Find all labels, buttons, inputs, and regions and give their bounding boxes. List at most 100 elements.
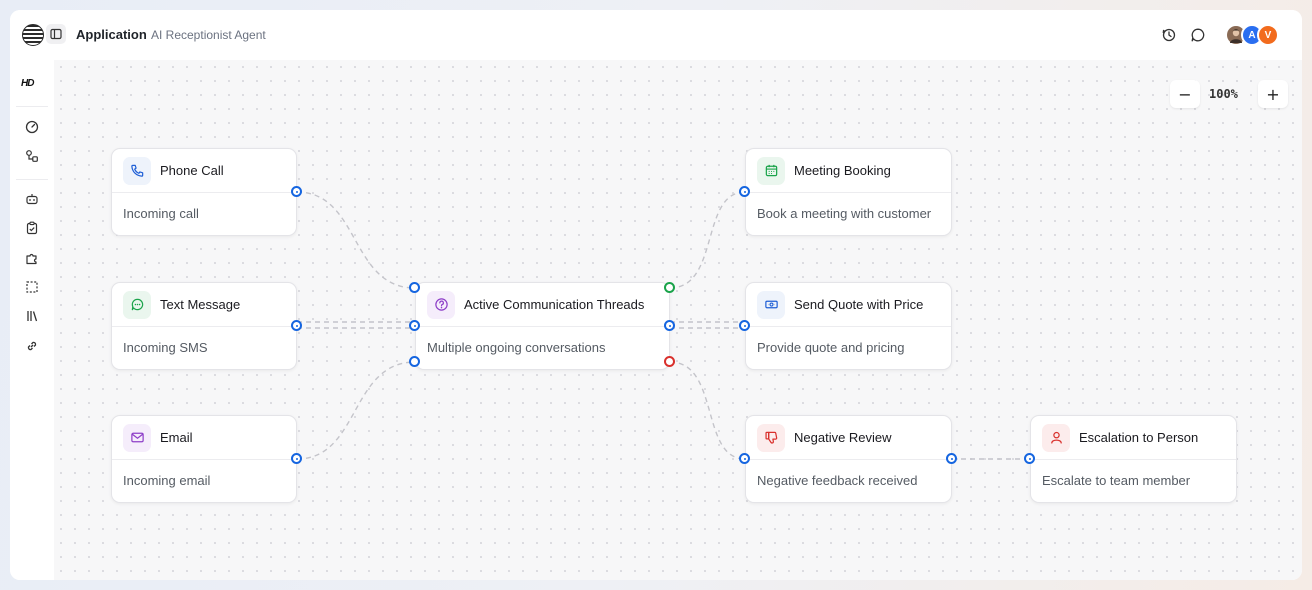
banknote-icon	[764, 300, 778, 309]
node-header: Active Communication Threads	[416, 283, 669, 327]
node-icon-box	[427, 290, 455, 319]
node-title: Phone Call	[160, 163, 224, 178]
link-icon	[27, 341, 37, 351]
node-header: Meeting Booking	[746, 149, 951, 193]
integrations-button[interactable]	[24, 250, 40, 266]
node-description: Multiple ongoing conversations	[427, 340, 606, 355]
puzzle-icon	[26, 253, 37, 265]
output-port[interactable]	[664, 320, 675, 331]
node-icon-box	[757, 423, 785, 452]
comment-icon	[1191, 28, 1205, 42]
input-port[interactable]	[739, 186, 750, 197]
node-header: Text Message	[112, 283, 296, 327]
user-photo-icon	[1230, 29, 1242, 43]
node-icon-box	[123, 423, 151, 452]
output-port[interactable]	[291, 453, 302, 464]
avatar[interactable]: V	[1257, 24, 1279, 46]
node-email[interactable]: Email Incoming email	[111, 415, 297, 503]
output-port[interactable]	[946, 453, 957, 464]
node-title: Text Message	[160, 297, 241, 312]
app-logo-icon[interactable]	[22, 24, 44, 46]
comments-button[interactable]	[1189, 26, 1207, 44]
node-meeting-booking[interactable]: Meeting Booking Book a meeting with cust…	[745, 148, 952, 236]
node-description: Incoming SMS	[123, 340, 208, 355]
node-header: Negative Review	[746, 416, 951, 460]
workflows-button[interactable]	[24, 148, 40, 164]
app-title: Application	[76, 27, 147, 42]
node-icon-box	[123, 290, 151, 319]
node-description: Negative feedback received	[757, 473, 918, 488]
brand-logo: HD	[21, 78, 34, 89]
node-icon-box	[757, 290, 785, 319]
node-text-message[interactable]: Text Message Incoming SMS	[111, 282, 297, 370]
user-icon	[1050, 431, 1062, 444]
app-subtitle: AI Receptionist Agent	[151, 28, 266, 42]
input-port[interactable]	[409, 282, 420, 293]
mail-icon	[130, 432, 144, 443]
input-port[interactable]	[739, 320, 750, 331]
input-port[interactable]	[739, 453, 750, 464]
select-button[interactable]	[24, 279, 40, 295]
input-port[interactable]	[1024, 453, 1035, 464]
node-description: Incoming email	[123, 473, 211, 488]
bot-icon	[26, 194, 38, 205]
output-port-success[interactable]	[664, 282, 675, 293]
node-icon-box	[1042, 423, 1070, 452]
divider	[16, 106, 48, 107]
top-bar: Application AI Receptionist Agent	[10, 10, 1302, 60]
sidebar-toggle-button[interactable]	[46, 24, 66, 44]
thumbs-down-icon	[764, 431, 777, 444]
links-button[interactable]	[24, 338, 40, 354]
input-port[interactable]	[409, 320, 420, 331]
output-port[interactable]	[291, 186, 302, 197]
node-send-quote[interactable]: Send Quote with Price Provide quote and …	[745, 282, 952, 370]
node-active-threads[interactable]: Active Communication Threads Multiple on…	[415, 282, 670, 370]
agents-button[interactable]	[24, 191, 40, 207]
output-port[interactable]	[291, 320, 302, 331]
help-circle-icon	[434, 298, 448, 311]
zoom-in-label: +	[1266, 84, 1280, 104]
zoom-out-label: −	[1178, 84, 1192, 104]
workflow-icon	[26, 150, 38, 162]
divider	[16, 179, 48, 180]
zoom-in-button[interactable]: +	[1258, 80, 1288, 108]
node-header: Escalation to Person	[1031, 416, 1236, 460]
node-title: Email	[160, 430, 193, 445]
dashboard-button[interactable]	[24, 119, 40, 135]
avatar-initial: V	[1264, 29, 1272, 41]
node-header: Email	[112, 416, 296, 460]
node-title: Negative Review	[794, 430, 892, 445]
node-description: Escalate to team member	[1042, 473, 1191, 488]
library-button[interactable]	[24, 308, 40, 324]
selection-icon	[26, 281, 38, 293]
message-icon	[131, 298, 143, 311]
node-escalation[interactable]: Escalation to Person Escalate to team me…	[1030, 415, 1237, 503]
gauge-icon	[25, 120, 39, 134]
node-title: Escalation to Person	[1079, 430, 1199, 445]
input-port[interactable]	[409, 356, 420, 367]
zoom-level: 100%	[1209, 87, 1238, 101]
node-phone-call[interactable]: Phone Call Incoming call	[111, 148, 297, 236]
library-icon	[27, 311, 38, 322]
node-icon-box	[123, 156, 151, 185]
avatar-initial: A	[1248, 29, 1256, 41]
node-title: Active Communication Threads	[464, 297, 645, 312]
calendar-icon	[765, 164, 777, 177]
tasks-button[interactable]	[24, 220, 40, 236]
left-rail: HD	[10, 60, 54, 580]
node-icon-box	[757, 156, 785, 185]
node-description: Provide quote and pricing	[757, 340, 905, 355]
zoom-out-button[interactable]: −	[1170, 80, 1200, 108]
history-icon	[1162, 28, 1176, 42]
node-title: Send Quote with Price	[794, 297, 924, 312]
node-title: Meeting Booking	[794, 163, 891, 178]
phone-icon	[130, 164, 143, 177]
output-port-failure[interactable]	[664, 356, 675, 367]
clipboard-check-icon	[26, 221, 38, 235]
node-description: Book a meeting with customer	[757, 206, 932, 221]
node-description: Incoming call	[123, 206, 199, 221]
node-negative-review[interactable]: Negative Review Negative feedback receiv…	[745, 415, 952, 503]
node-header: Send Quote with Price	[746, 283, 951, 327]
sidebar-panel-icon	[50, 28, 62, 40]
history-button[interactable]	[1160, 26, 1178, 44]
